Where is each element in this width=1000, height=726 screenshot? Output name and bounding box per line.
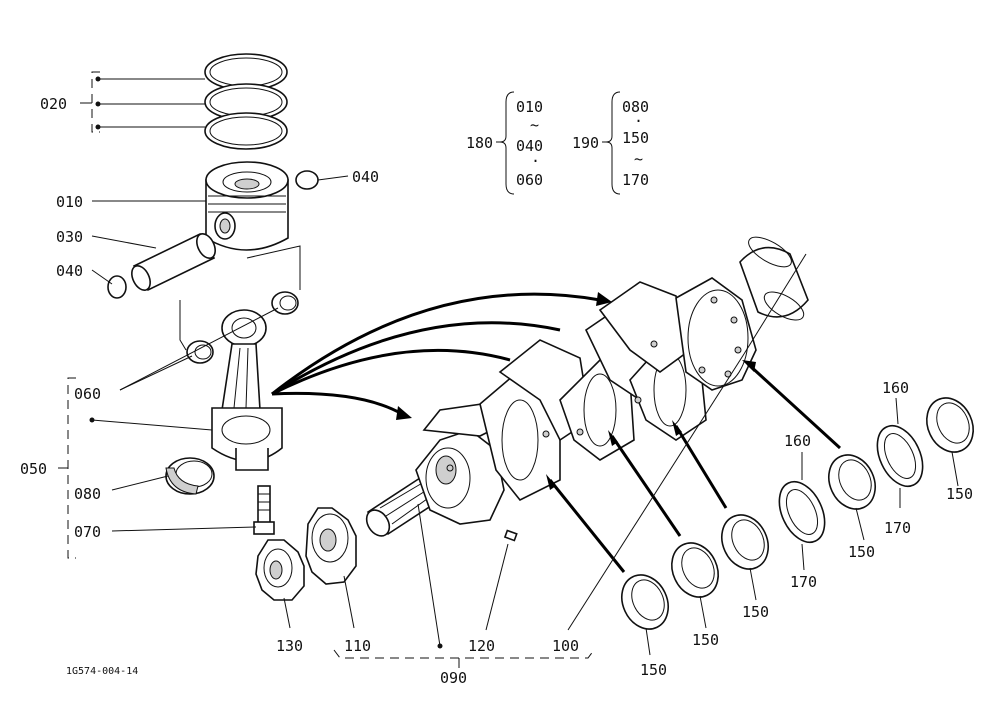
label-040-right: 040 [352,168,379,186]
connecting-rod[interactable] [211,309,283,471]
label-110: 110 [344,637,371,655]
piston-ring-top[interactable] [204,53,288,91]
brace-190-line-2: · [634,112,643,130]
piston-pin-circlip-right[interactable] [295,170,319,190]
main-bearing-2[interactable] [663,535,727,604]
brace-190-line-3: 150 [622,129,649,147]
label-group-090: 090 [440,669,467,687]
label-100: 100 [552,637,579,655]
label-160-lower: 160 [784,432,811,450]
label-060: 060 [74,385,101,403]
label-070: 070 [74,523,101,541]
label-150-5: 150 [946,485,973,503]
brace-190-line-5: 170 [622,171,649,189]
label-150-4: 150 [848,543,875,561]
label-170-lower: 170 [790,573,817,591]
brace-180-line-1: 010 [516,98,543,116]
piston-pin[interactable] [128,231,219,293]
main-bearing-4[interactable] [820,447,884,516]
label-160-upper: 160 [882,379,909,397]
label-170-upper: 170 [884,519,911,537]
label-040-left: 040 [56,262,83,280]
feather-key[interactable] [503,529,518,542]
label-group-020: 020 [40,95,67,113]
label-010: 010 [56,193,83,211]
group-brace-190 [602,91,621,195]
small-end-bushing-left[interactable] [186,340,214,364]
brace-190-line-4: ~ [634,150,643,168]
main-bearing-5[interactable] [918,390,982,459]
small-end-bushing-right[interactable] [271,291,299,315]
bracket-dot [437,643,443,649]
group-brace-180 [496,91,515,195]
brace-190-line-1: 080 [622,98,649,116]
brace-180-line-5: 060 [516,171,543,189]
crankpin-bearing[interactable] [165,457,215,495]
label-080: 080 [74,485,101,503]
bracket-dot [89,417,95,423]
drawing-code: 1G574-004-14 [66,666,138,677]
label-150-3: 150 [742,603,769,621]
oil-pump-drive-gear[interactable] [255,539,305,601]
brace-180-line-2: ~ [530,116,539,134]
brace-180-line-3: 040 [516,137,543,155]
crankshaft[interactable] [362,277,757,540]
bracket-dot [95,124,101,130]
brace-180-line-4: · [531,152,540,170]
bracket-dot [95,76,101,82]
group-bracket-020 [80,71,100,133]
label-130: 130 [276,637,303,655]
thrust-washer-160-lower[interactable] [770,475,833,550]
label-group-190: 190 [572,134,599,152]
thrust-washer-160-upper[interactable] [868,419,931,494]
piston-ring-oil[interactable] [204,112,288,150]
group-bracket-050 [58,377,76,559]
crankshaft-rear-sleeve[interactable] [739,231,809,325]
label-150-2: 150 [692,631,719,649]
assembly-arrows [271,292,842,573]
label-group-050: 050 [20,460,47,478]
main-bearing-3[interactable] [713,507,777,576]
connecting-rod-screw[interactable] [253,485,275,535]
bracket-dot [95,101,101,107]
group-bracket-090 [333,649,595,668]
main-bearing-1[interactable] [613,567,677,636]
label-120: 120 [468,637,495,655]
piston-pin-circlip-left[interactable] [107,275,127,299]
crankshaft-gear[interactable] [305,507,357,585]
label-150-1: 150 [640,661,667,679]
leader-lines [91,78,959,656]
label-030: 030 [56,228,83,246]
piston[interactable] [205,161,289,251]
label-group-180: 180 [466,134,493,152]
